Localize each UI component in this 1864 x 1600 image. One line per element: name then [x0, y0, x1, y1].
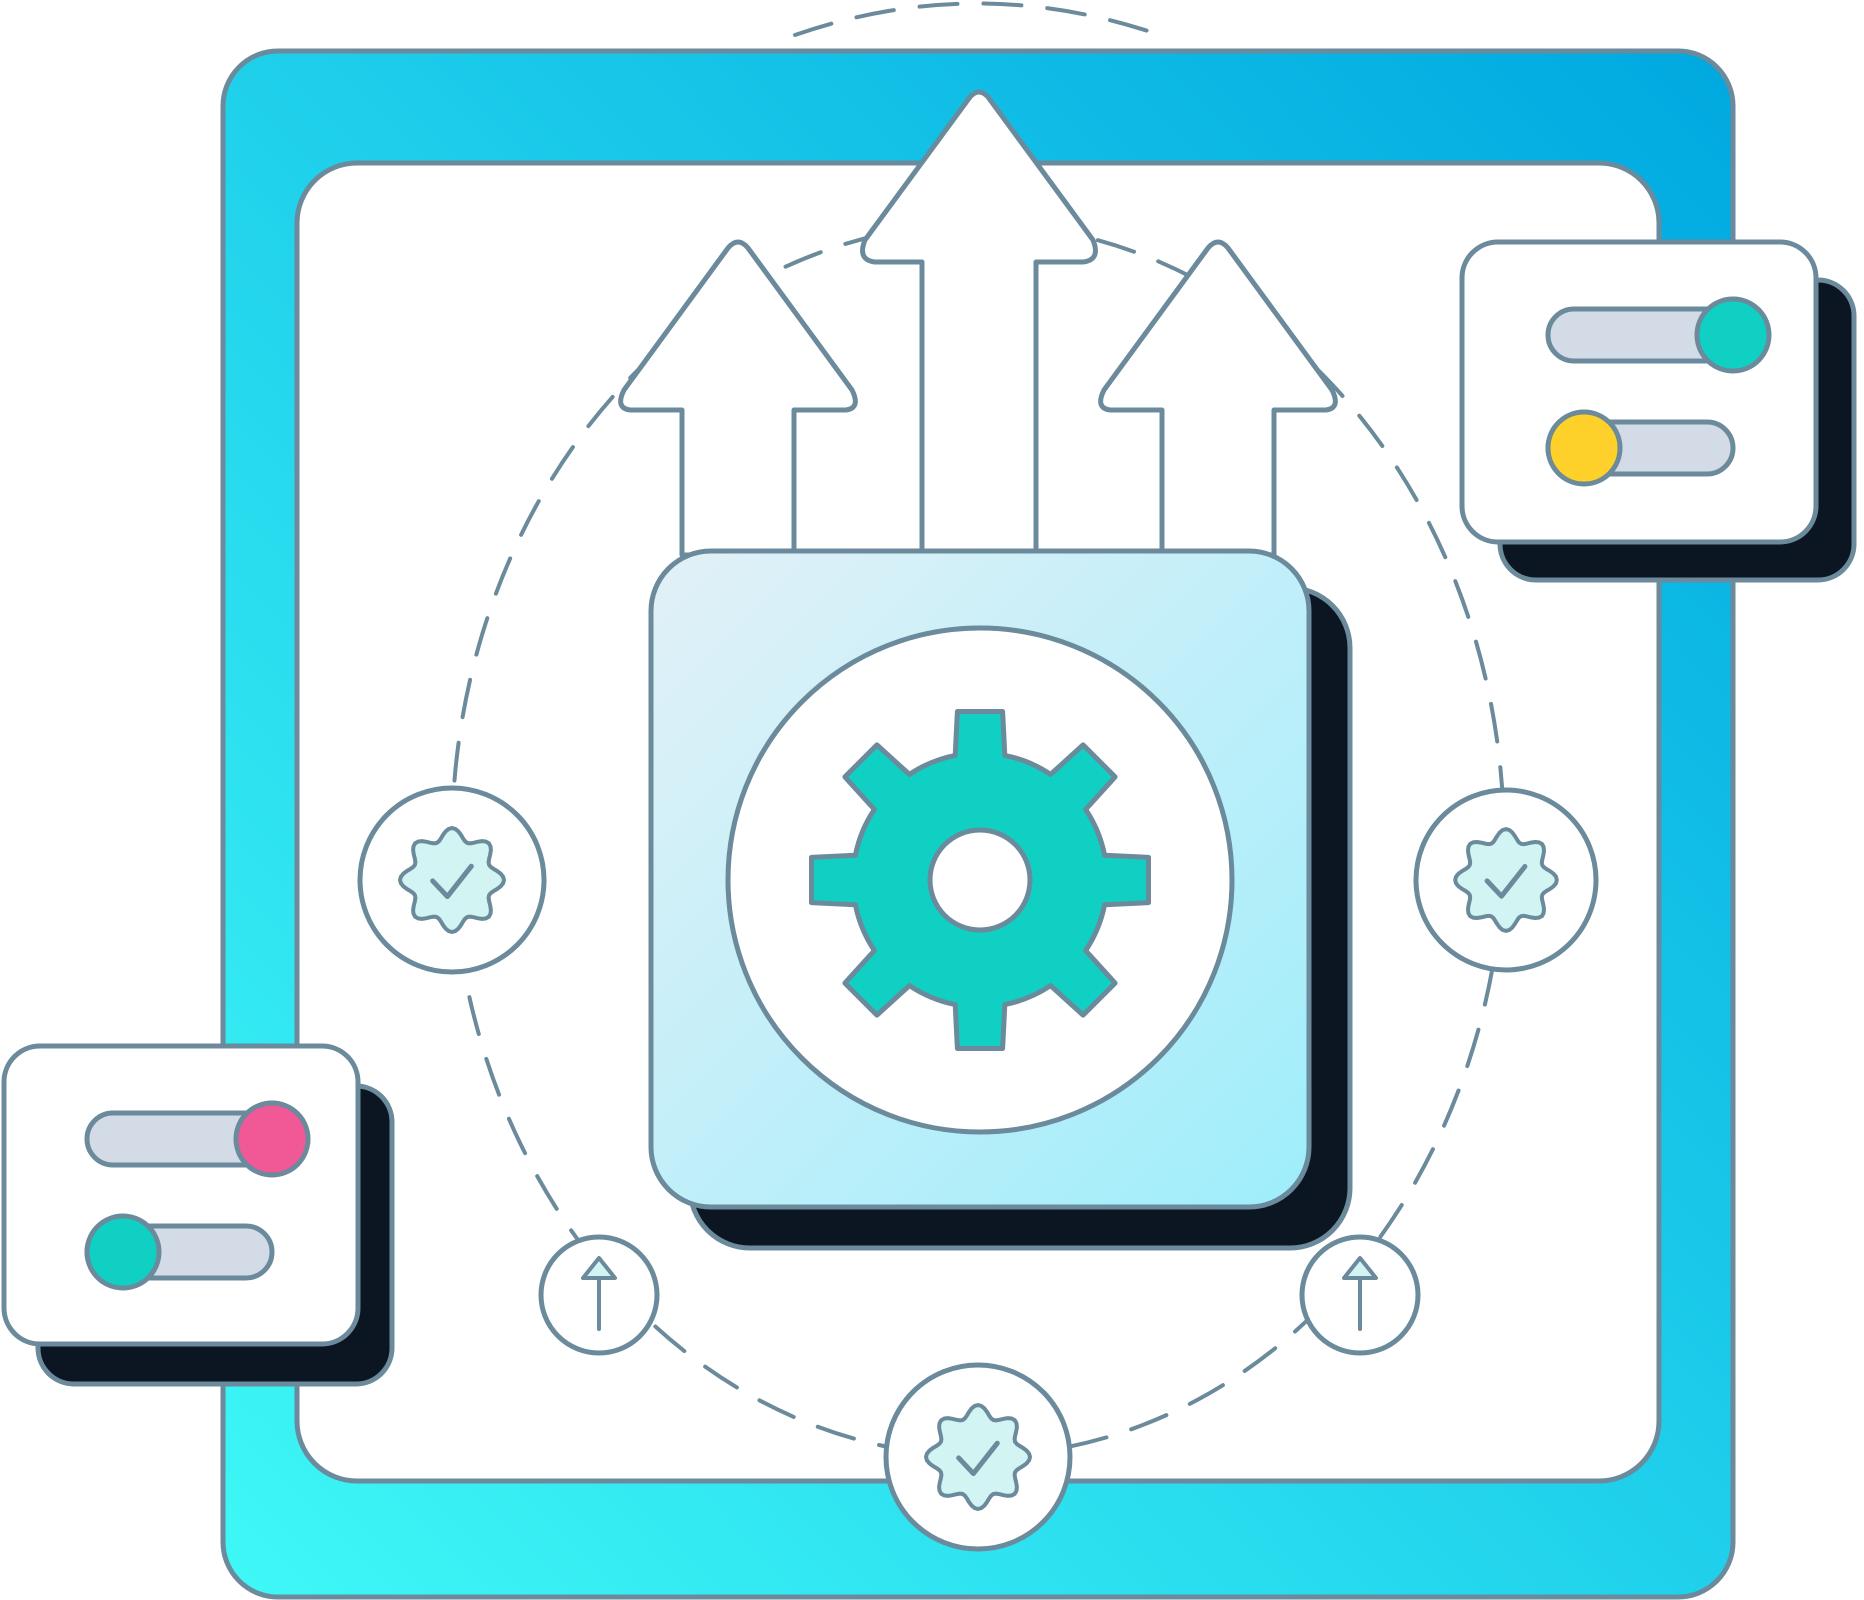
orbit-marker — [1299, 1234, 1421, 1356]
check-icon — [1484, 864, 1528, 899]
check-icon — [430, 863, 474, 900]
arrow-up-icon — [860, 89, 1098, 558]
growth-arrows — [618, 89, 1338, 558]
arrow-up-icon — [618, 239, 858, 558]
gear-panel — [648, 548, 1353, 1251]
toggle-knob — [1545, 409, 1623, 487]
arrow-up-icon — [1098, 239, 1338, 558]
toggle-knob — [1694, 296, 1772, 374]
toggle-switch — [84, 1100, 311, 1178]
toggle-panel-top-right — [1459, 239, 1857, 583]
verified-badge — [357, 785, 547, 975]
verified-badge — [883, 1362, 1073, 1552]
verified-badge-icon — [398, 826, 506, 934]
verified-badge-icon — [924, 1403, 1032, 1511]
toggle-panel-card — [1459, 239, 1819, 545]
toggle-panel-bottom-left — [1, 1043, 395, 1387]
orbit-marker — [538, 1234, 660, 1356]
toggle-panel-card — [1, 1043, 361, 1347]
check-icon — [956, 1440, 1000, 1477]
orbit-markers — [538, 1234, 1421, 1356]
toggle-switch — [1545, 409, 1736, 487]
toggle-switch — [84, 1213, 275, 1291]
toggle-knob — [84, 1213, 162, 1291]
toggle-knob — [233, 1100, 311, 1178]
toggle-switch — [1545, 296, 1772, 374]
orbit-badges — [357, 785, 1599, 1552]
gear-hole — [927, 827, 1033, 933]
verified-badge — [1413, 787, 1599, 973]
dashed-arc-top — [793, 1, 1162, 37]
verified-badge-icon — [1453, 827, 1559, 933]
